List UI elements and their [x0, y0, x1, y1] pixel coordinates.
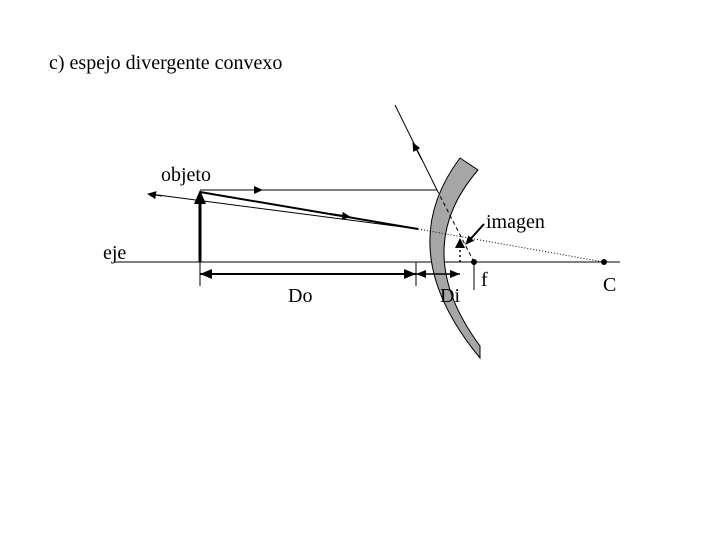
object-distance-arrow-right — [404, 269, 416, 279]
axis-label: eje — [103, 242, 126, 264]
image-distance-arrow-left — [416, 270, 426, 278]
convex-mirror — [429, 157, 481, 360]
reflected-ray-upper-arrow — [412, 142, 423, 161]
reflected-ray-lower-arrow — [147, 191, 163, 200]
reflected-ray-lower — [149, 193, 419, 230]
center-of-curvature-marker — [601, 259, 607, 265]
image-pointer-arrow — [465, 223, 485, 245]
reflected-ray-upper — [394, 104, 438, 191]
focal-point-label: f — [481, 269, 488, 291]
diagram-heading: c) espejo divergente convexo — [49, 52, 282, 74]
object-distance-arrow-left — [200, 269, 212, 279]
image-distance-label: Di — [440, 285, 460, 307]
object-label: objeto — [161, 164, 211, 186]
incident-ray-center — [199, 191, 419, 230]
virtual-image-arrow-head — [455, 238, 465, 248]
object-distance-label: Do — [288, 285, 312, 307]
incident-ray-center-arrow — [329, 211, 351, 220]
image-label: imagen — [486, 211, 545, 233]
image-distance-arrow-right — [450, 270, 460, 278]
center-label: C — [603, 274, 616, 296]
